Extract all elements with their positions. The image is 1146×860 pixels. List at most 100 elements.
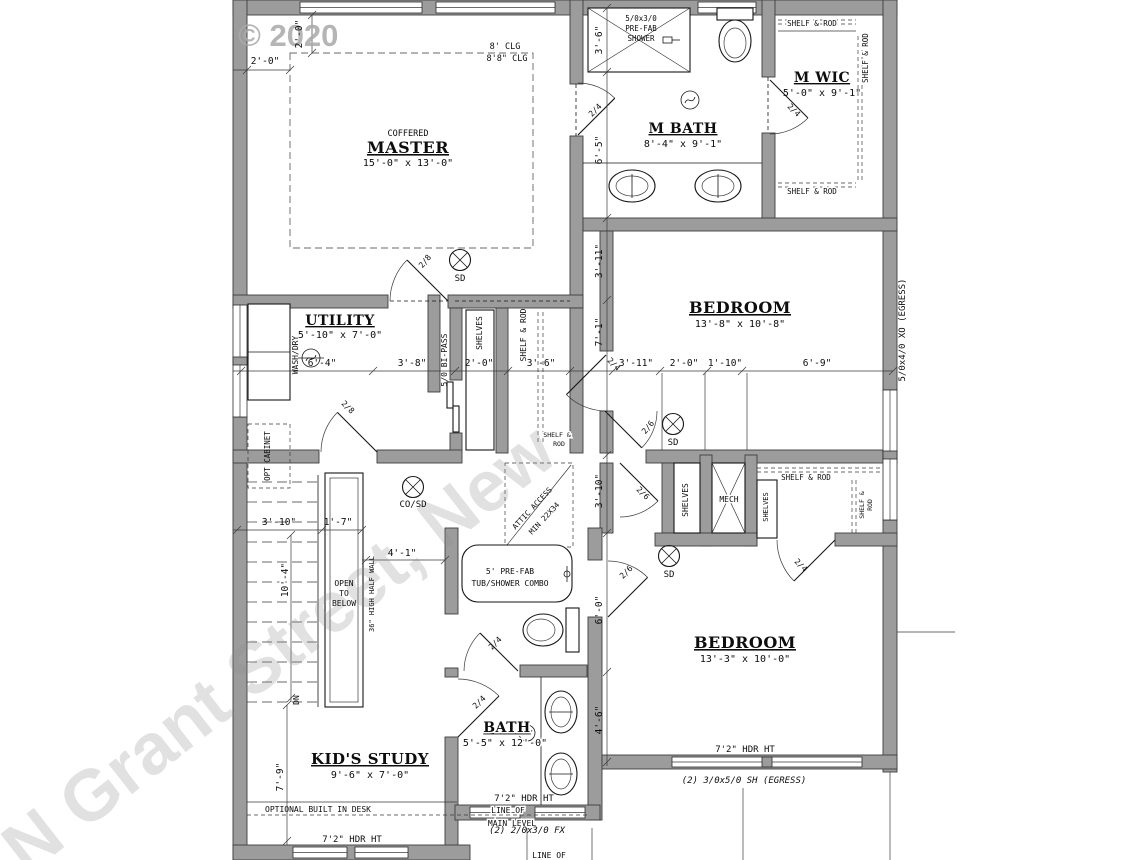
window-lower-egress: (2) 3/0x5/0 SH (EGRESS) [682,776,807,786]
door-label-hall-b: 2/6 [634,485,651,502]
window-upper-egress: 5/0x4/0 XO (EGRESS) [898,279,908,382]
open-to-below-2: TO [339,589,349,598]
window-fixed: (2) 2/0x3/0 FX [489,826,565,836]
door-toilet-compartment [463,632,519,672]
bipass-panel [446,381,454,409]
door-bedroom-lower [607,560,648,618]
opt-cabinet-outline [247,423,291,489]
linen-shelves-strip [673,462,701,534]
shelf-rod-label-hall: SHELF & ROD [519,308,528,361]
bath-room-name: BATH [483,720,531,736]
desk-note: OPTIONAL BUILT IN DESK [265,805,371,814]
shower [587,7,691,73]
mbath-room-name: M BATH [649,121,718,137]
door-utility [320,412,378,453]
co-sd-symbol-hall [401,475,425,499]
wash-dry-label: WASH/DRY [291,336,300,375]
closet-rod [537,312,544,445]
rod-small: ROD [553,440,565,448]
door-label-closet-lower: 2/4 [792,557,809,574]
sd-label-master: SD [455,274,466,284]
bedroom-upper-dims: 13'-8" x 10'-8" [695,319,785,330]
co-sd-label: CO/SD [399,500,426,510]
rod-lower: ROD [866,499,874,511]
ceiling-light-mbath [680,90,700,110]
kids-study-name: KID'S STUDY [311,750,429,768]
door-label-master-mbath: 2/4 [587,102,604,119]
dim-2-0-h: 2'-0" [251,56,280,67]
door-label-bath: 2/4 [471,694,488,711]
door-mwic [769,79,809,135]
bipass-label: 5/0 BI-PASS [440,333,449,386]
ceiling-note-2: 8'8" CLG [487,54,528,64]
shower-spec-3: SHOWER [627,34,655,43]
shower-spec-2: PRE-FAB [625,24,657,33]
kids-study-dims: 9'-6" x 7'-0" [331,770,409,781]
mwic-shelving [778,19,863,188]
sd-label-hall-upper: SD [668,438,679,448]
dim-2-0-v: 2'-0" [294,20,305,49]
dim-6-4: 6'-4" [308,358,337,369]
dim-4-6: 4'-6" [594,706,605,735]
sd-label-bedroom-lower: SD [664,570,675,580]
dim-6-5: 6'-5" [594,136,605,165]
utility-room-name: UTILITY [305,313,375,329]
door-hall-b [619,462,659,518]
coffered-ceiling-outline [289,52,534,249]
mwic-room-dims: 5'-0" x 9'-1" [783,88,861,99]
shelves-label-hall: SHELVES [475,316,484,350]
ceiling-light-bath [518,724,536,742]
door-closet-lower [776,539,836,582]
dim-3-10-stairs: 3'-10" [262,517,296,528]
dim-1-10: 1'-10" [708,358,742,369]
open-to-below-1: OPEN [334,579,353,588]
stairs [247,472,364,708]
hdr-ht-bedroom-lower: 7'2" HDR HT [715,745,775,755]
shelf-amp-lower: SHELF & [858,491,866,518]
hdr-ht-study: 7'2" HDR HT [322,835,382,845]
tub [461,544,573,603]
closet-shelves-strip [465,309,495,451]
door-master-entry [389,259,449,302]
doors [320,77,836,738]
sd-symbol-hall-upper [661,412,685,436]
dim-3-10-v: 3'-10" [594,474,605,508]
shelf-amp-small: SHELF & [543,431,570,439]
dim-3-8: 3'-8" [398,358,427,369]
dim-1-7: 1'-7" [324,517,353,528]
open-to-below-3: BELOW [332,599,356,608]
tub-spec-2: TUB/SHOWER COMBO [471,579,548,588]
shelf-rod-wic-right: SHELF & ROD [861,33,870,83]
watermark-diagonal: 4557 : 505 N Grant Street, New [0,409,571,860]
door-label-toilet: 2/4 [487,635,504,652]
dim-4-1: 4'-1" [388,548,417,559]
line-of-label: LINE OF [491,806,525,815]
sink-bath-top [544,690,578,734]
dim-3-6-shower: 3'-6" [594,26,605,55]
bedroom-upper-name: BEDROOM [689,298,791,317]
mech-closet [711,462,746,534]
walls [232,0,898,860]
hdr-ht-bath: 7'2" HDR HT [494,794,554,804]
dim-2-0-row1: 2'-0" [465,358,494,369]
watermark-copyright: © 2020 [238,18,338,53]
shelves-label-lower: SHELVES [762,492,770,522]
mbath-room-dims: 8'-4" x 9'-1" [644,139,722,150]
half-wall [324,472,364,708]
mech-label: MECH [719,495,738,504]
shelf-rod-label-lower-top: SHELF & ROD [781,473,831,482]
bedroom-lower-name: BEDROOM [694,633,796,652]
smoke-detectors [401,248,685,568]
ceiling-note-1: 8' CLG [490,42,521,52]
line-of-bottom: LINE OF [532,851,566,860]
shelf-rod-wic-bottom: SHELF & ROD [787,187,837,196]
mwic-room-name: M WIC [794,70,850,86]
dim-3-11-v: 3'-11" [594,244,605,278]
washer-dryer [247,303,291,401]
door-label-mwic: 2/4 [785,102,802,119]
bedroom-lower-dims: 13'-3" x 10'-0" [700,654,790,665]
shower-spec-1: 5/0x3/0 [625,14,657,23]
door-master-mbath [577,82,616,136]
